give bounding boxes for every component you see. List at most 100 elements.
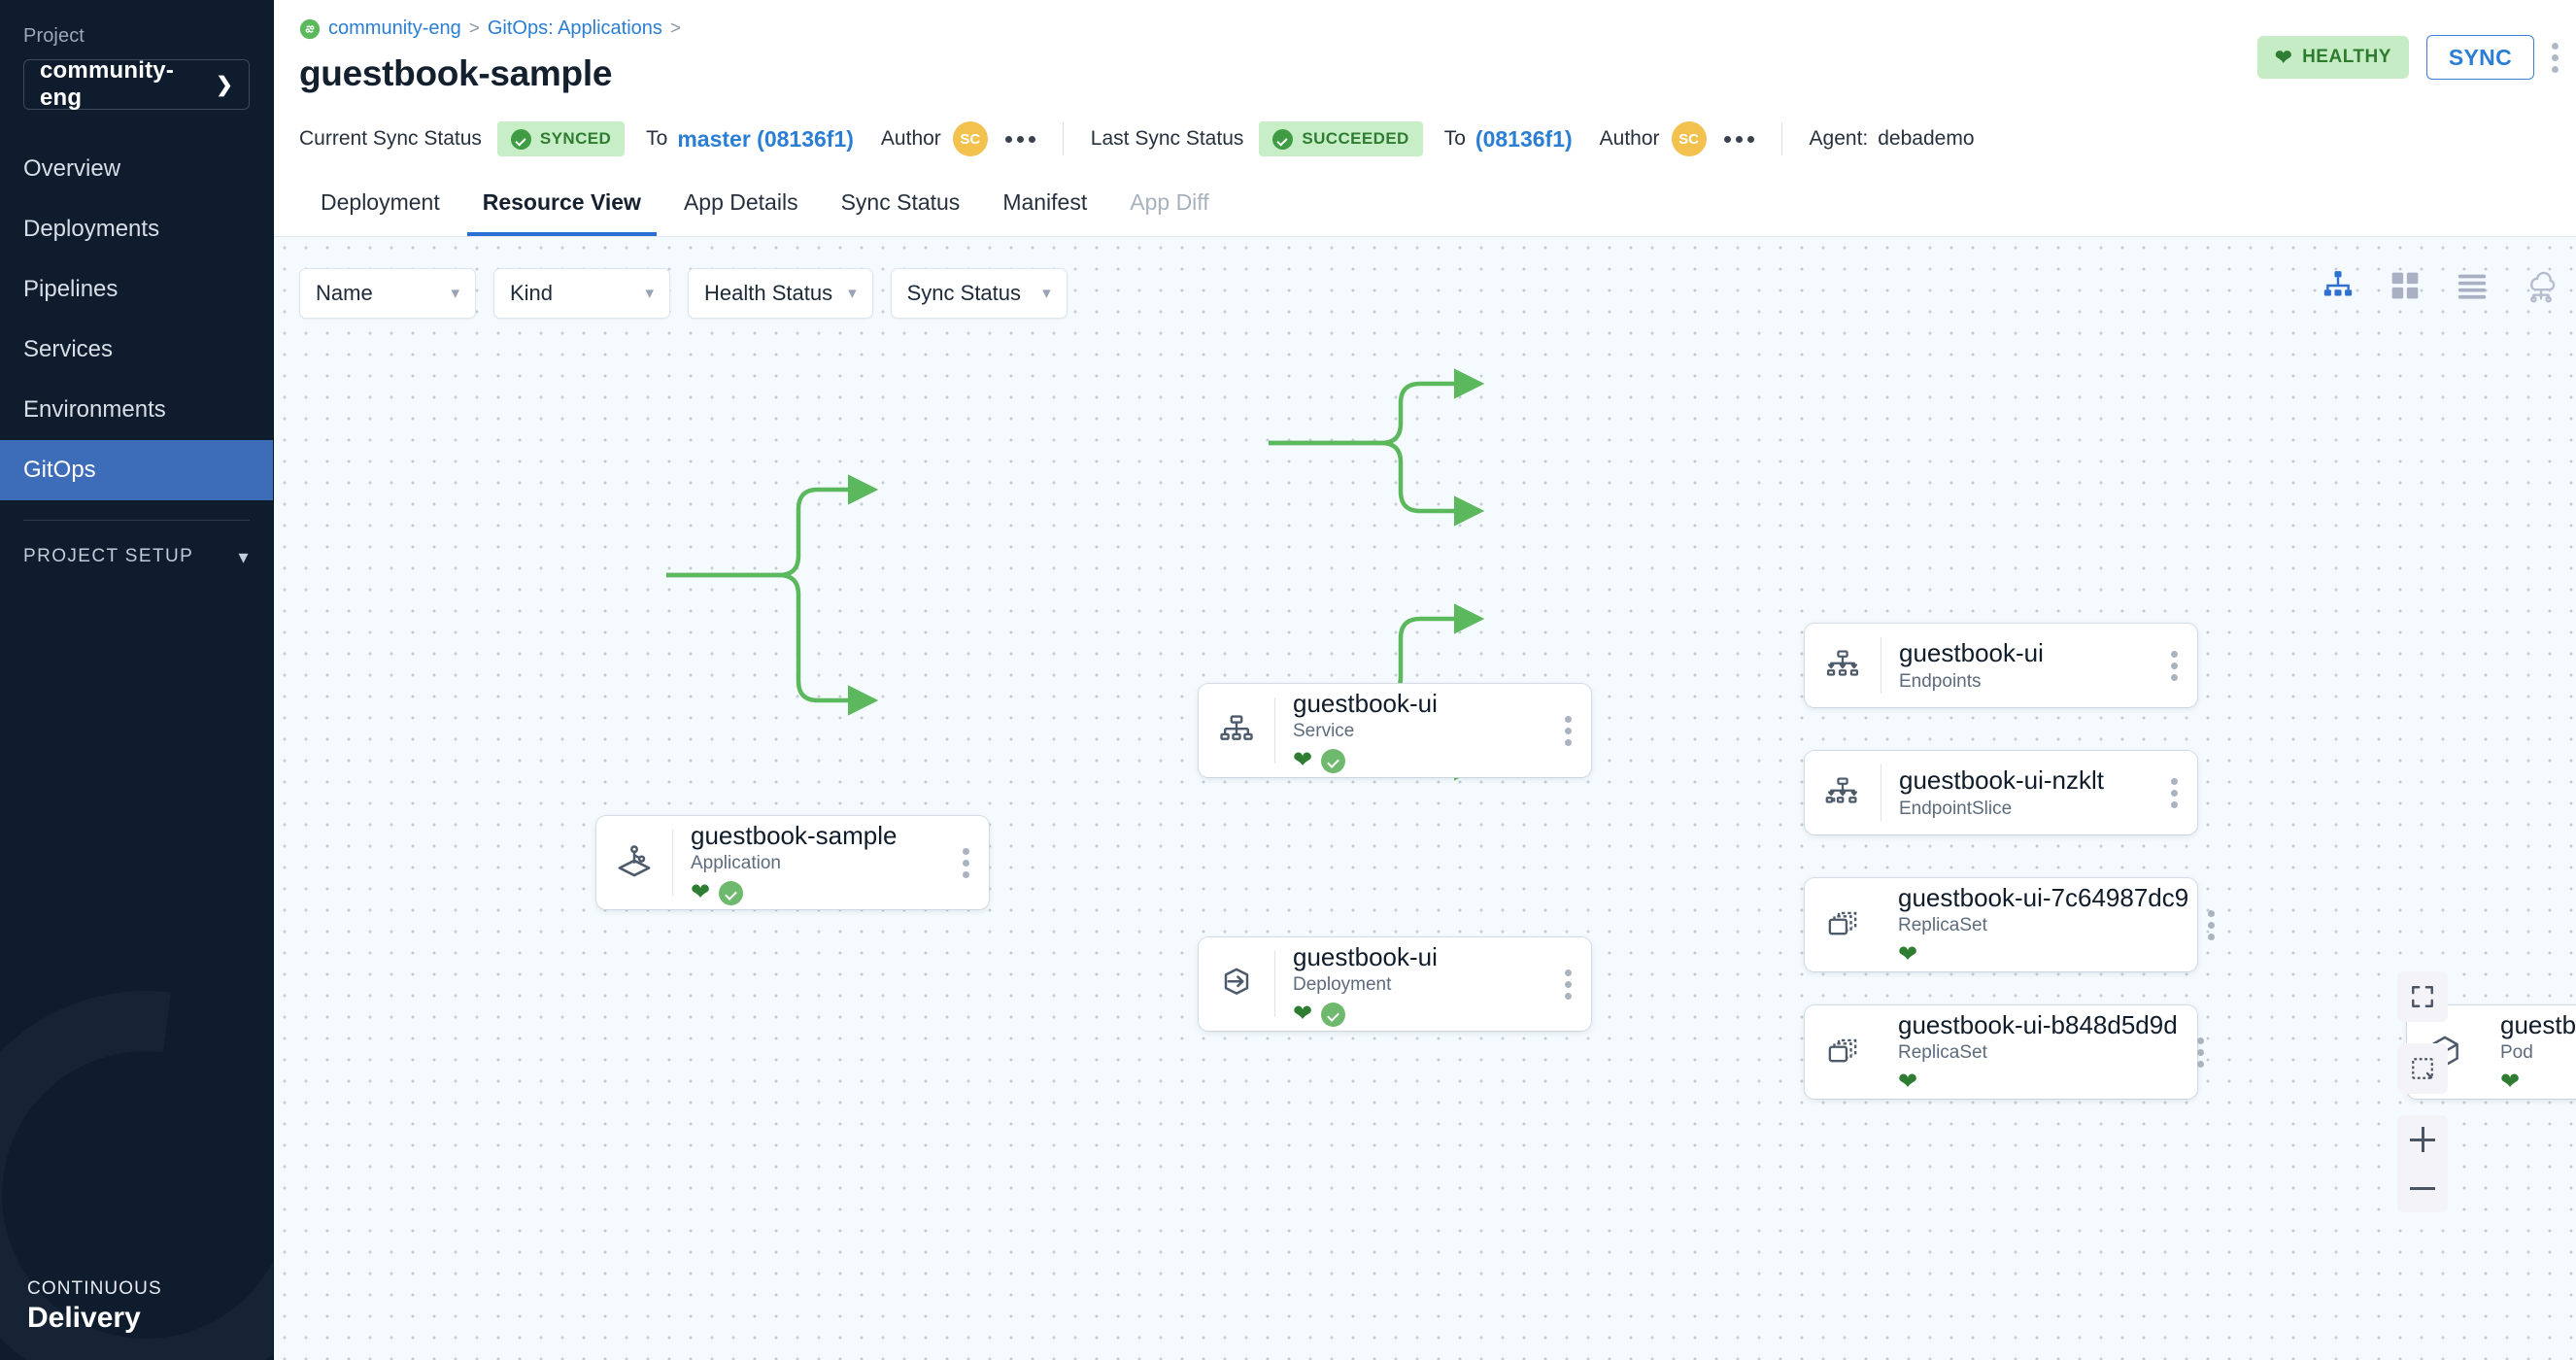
node-status-badges: ❤ — [1898, 1071, 2178, 1094]
check-circle-icon — [1272, 128, 1294, 150]
sidebar-project-setup-label: PROJECT SETUP — [23, 546, 194, 566]
node-title: guestbook-sample — [691, 820, 898, 850]
node-kind: Pod — [2500, 1042, 2533, 1064]
node-more-menu-icon[interactable] — [1545, 715, 1591, 746]
sidebar-item-pipelines[interactable]: Pipelines — [0, 259, 273, 320]
zoom-out-button[interactable] — [2397, 1164, 2448, 1212]
filter-sync-status[interactable]: Sync Status ▾ — [890, 268, 1068, 319]
chevron-down-icon: ▾ — [645, 284, 654, 302]
select-area-icon — [2412, 1058, 2433, 1079]
last-sync-status-chip: SUCCEEDED — [1259, 121, 1423, 156]
deployment-icon — [1199, 937, 1274, 1031]
grid-view-icon[interactable] — [2390, 270, 2421, 301]
sidebar-project-setup[interactable]: PROJECT SETUP ▾ — [23, 521, 250, 593]
list-view-icon[interactable] — [2456, 269, 2489, 302]
node-title: guestbook-ui — [1293, 941, 1438, 971]
health-heart-icon: ❤ — [1898, 1069, 1918, 1096]
select-area-button[interactable] — [2397, 1043, 2448, 1094]
zoom-in-icon — [2410, 1127, 2435, 1152]
resource-graph-canvas[interactable]: Name ▾ Kind ▾ Health Status ▾ Sync Statu… — [274, 237, 2576, 1360]
sync-check-icon — [1321, 748, 1346, 773]
zoom-in-button[interactable] — [2397, 1115, 2448, 1164]
graph-node-application[interactable]: guestbook-sample Application ❤ — [596, 816, 989, 909]
chevron-down-icon: ▾ — [238, 546, 250, 568]
tab-sync-status[interactable]: Sync Status — [840, 189, 961, 215]
graph-node-deployment[interactable]: guestbook-ui Deployment ❤ — [1199, 937, 1591, 1031]
canvas-zoom-controls — [2397, 971, 2448, 1212]
divider — [1062, 122, 1064, 155]
node-kind: Endpoints — [1899, 670, 1982, 692]
graph-node-service[interactable]: guestbook-ui Service ❤ — [1199, 684, 1591, 777]
graph-node-endpoints[interactable]: guestbook-ui Endpoints — [1805, 624, 2197, 707]
graph-node-endpointslice[interactable]: guestbook-ui-nzklt EndpointSlice — [1805, 751, 2197, 834]
last-sync-more-icon[interactable] — [1723, 135, 1754, 143]
sidebar-item-overview[interactable]: Overview — [0, 139, 273, 199]
page-header: community-eng > GitOps: Applications > g… — [274, 0, 2576, 109]
chevron-down-icon: ▾ — [451, 284, 459, 302]
sync-button[interactable]: SYNC — [2425, 35, 2534, 80]
filter-name[interactable]: Name ▾ — [299, 268, 476, 319]
tab-app-details[interactable]: App Details — [683, 189, 798, 215]
node-more-menu-icon[interactable] — [2178, 1037, 2223, 1068]
health-heart-icon: ❤ — [1898, 941, 1918, 969]
brand-logo-line1: CONTINUOUS — [27, 1278, 162, 1299]
node-more-menu-icon[interactable] — [2188, 909, 2234, 940]
sidebar-item-services[interactable]: Services — [0, 320, 273, 380]
graph-node-replicaset-7c64987dc9[interactable]: guestbook-ui-7c64987dc9 ReplicaSet ❤ — [1805, 878, 2216, 971]
breadcrumb-item-gitops-applications[interactable]: GitOps: Applications — [487, 17, 662, 39]
sidebar-item-label: Overview — [23, 155, 121, 182]
tab-manifest[interactable]: Manifest — [1002, 189, 1088, 215]
chevron-down-icon: ▾ — [848, 284, 857, 302]
node-kind: Deployment — [1293, 974, 1392, 996]
last-sync-status-label: Last Sync Status — [1090, 127, 1244, 150]
header-actions: ❤ HEALTHY SYNC — [2256, 35, 2559, 80]
replicaset-icon — [1805, 878, 1881, 971]
network-view-icon[interactable] — [2524, 268, 2559, 303]
tab-deployment[interactable]: Deployment — [321, 189, 440, 215]
tab-app-diff: App Diff — [1130, 189, 1209, 215]
sidebar-nav: Overview Deployments Pipelines Services … — [0, 139, 273, 500]
sidebar-item-label: GitOps — [23, 457, 96, 483]
last-author-label: Author — [1599, 127, 1660, 150]
sidebar-item-label: Deployments — [23, 216, 160, 242]
avatar: SC — [1671, 121, 1707, 156]
sidebar-item-environments[interactable]: Environments — [0, 380, 273, 440]
graph-node-replicaset-b848d5d9d[interactable]: guestbook-ui-b848d5d9d ReplicaSet ❤ — [1805, 1005, 2204, 1099]
sidebar-item-gitops[interactable]: GitOps — [0, 440, 273, 500]
endpoints-icon — [1805, 624, 1881, 707]
zoom-out-icon — [2410, 1175, 2435, 1201]
header-more-menu-icon[interactable] — [2552, 42, 2559, 73]
heart-icon: ❤ — [2274, 46, 2293, 69]
current-sync-status-label: Current Sync Status — [299, 127, 482, 150]
filter-health-status[interactable]: Health Status ▾ — [688, 268, 873, 319]
node-more-menu-icon[interactable] — [1545, 969, 1591, 1000]
last-to-revision[interactable]: (08136f1) — [1474, 125, 1573, 152]
sidebar: Project community-eng ❯ Overview Deploym… — [0, 0, 274, 1360]
zoom-buttons-group — [2397, 1115, 2448, 1212]
current-to-revision[interactable]: master (08136f1) — [677, 125, 854, 152]
page-title: guestbook-sample — [299, 53, 613, 93]
brand-logo-line2: Delivery — [27, 1302, 141, 1334]
fit-screen-icon — [2412, 986, 2433, 1007]
status-badge-healthy: ❤ HEALTHY — [2256, 36, 2409, 79]
filter-bar: Name ▾ Kind ▾ Health Status ▾ Sync Statu… — [299, 268, 1068, 319]
node-more-menu-icon[interactable] — [943, 847, 989, 878]
node-more-menu-icon[interactable] — [2152, 650, 2197, 681]
current-sync-more-icon[interactable] — [1004, 135, 1035, 143]
main-content: community-eng > GitOps: Applications > g… — [274, 0, 2576, 1360]
tab-resource-view[interactable]: Resource View — [461, 169, 662, 236]
node-more-menu-icon[interactable] — [2152, 777, 2197, 808]
last-sync-status-value: SUCCEEDED — [1302, 129, 1409, 148]
filter-kind[interactable]: Kind ▾ — [493, 268, 670, 319]
breadcrumb: community-eng > GitOps: Applications > — [299, 17, 681, 40]
project-selector[interactable]: community-eng ❯ — [23, 57, 250, 111]
tree-view-icon[interactable] — [2322, 269, 2355, 302]
node-title: guestbook-ui-b848d5d9d — [1898, 1009, 2178, 1039]
sidebar-item-deployments[interactable]: Deployments — [0, 199, 273, 259]
filter-name-label: Name — [316, 281, 373, 305]
check-circle-icon — [510, 128, 531, 150]
breadcrumb-item-project[interactable]: community-eng — [328, 17, 461, 39]
fit-screen-button[interactable] — [2397, 971, 2448, 1022]
node-kind: Service — [1293, 721, 1355, 742]
